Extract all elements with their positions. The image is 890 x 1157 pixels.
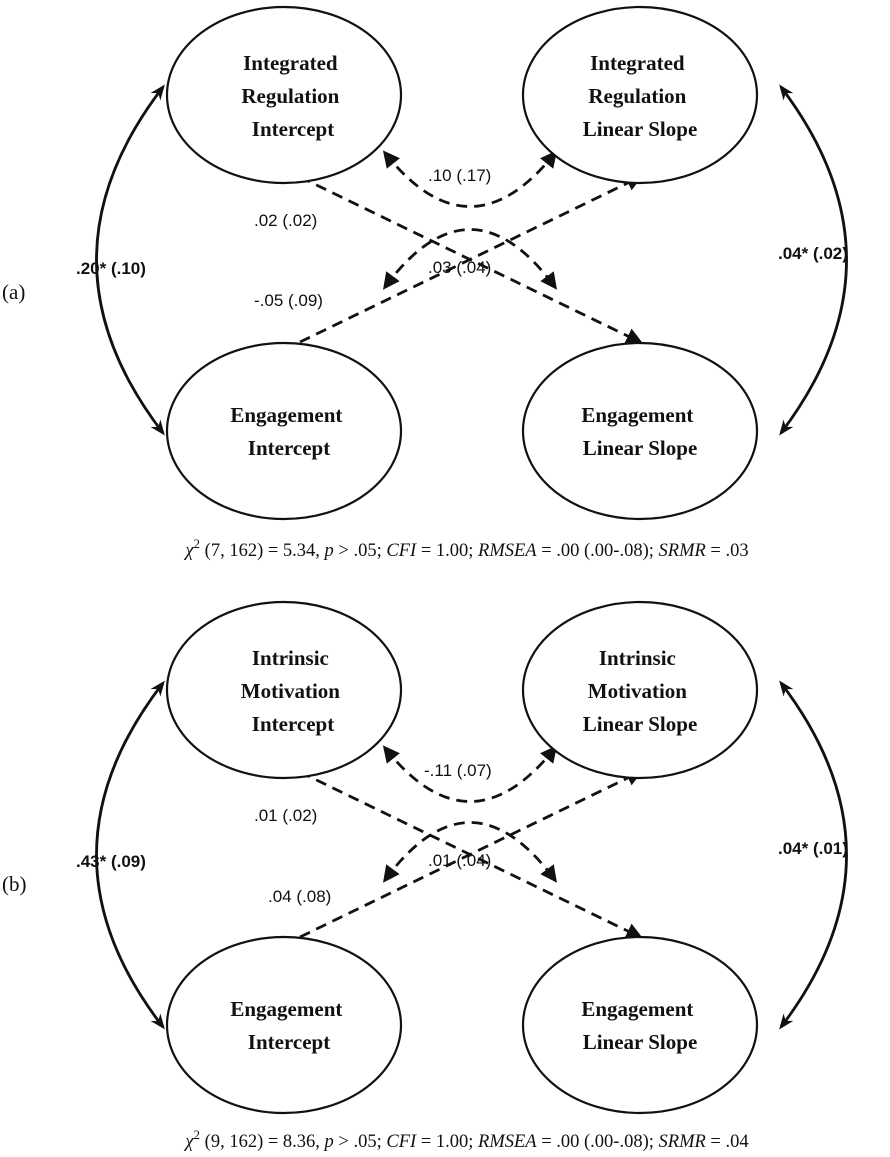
- panel-a-bl-line-2: Intercept: [248, 436, 330, 460]
- panel-a-top-covariance-label: .10 (.17): [428, 166, 491, 185]
- panel-a-tl-line-1: Integrated: [243, 51, 338, 75]
- panel-b-top-covariance-label: -.11 (.07): [424, 761, 492, 780]
- panel-b-node-bottom-right-title: Engagement Linear Slope: [581, 997, 698, 1054]
- panel-a-label: (a): [2, 280, 25, 304]
- panel-a-node-top-left: [165, 5, 403, 185]
- panel-a-node-bottom-left: [165, 341, 403, 521]
- panel-a-node-top-right: [521, 5, 759, 185]
- panel-a-node-bottom-left-title: Engagement Intercept: [230, 403, 347, 460]
- panel-b-engagement-to-motivation-slope-arrow: [299, 770, 644, 939]
- panel-a-tl-line-2: Regulation: [241, 84, 339, 108]
- panel-b: (b) Intrinsic Motivation Intercept Intri…: [2, 600, 848, 1152]
- panel-b-left-covariance-arrow: [95, 680, 165, 1030]
- panel-b-br-line-1: Engagement: [581, 997, 693, 1021]
- panel-a-diagonal-label-2: -.05 (.09): [254, 291, 323, 310]
- panel-b-node-top-right: [521, 600, 759, 780]
- panel-b-node-bottom-left: [165, 935, 403, 1115]
- panel-a-diagonal-label-1: .02 (.02): [254, 211, 317, 230]
- panel-a-fit-statistics: χ2 (7, 162) = 5.34, p > .05; CFI = 1.00;…: [183, 536, 748, 561]
- panel-b-tr-line-3: Linear Slope: [583, 712, 698, 736]
- panel-b-right-covariance-arrow: [779, 680, 848, 1030]
- panel-a-left-covariance-label: .20* (.10): [76, 259, 146, 278]
- panel-a-node-top-right-title: Integrated Regulation Linear Slope: [583, 51, 698, 141]
- panel-b-node-top-left: [165, 600, 403, 780]
- panel-b-br-line-2: Linear Slope: [583, 1030, 698, 1054]
- panel-a-bl-line-1: Engagement: [230, 403, 342, 427]
- panel-b-tl-line-3: Intercept: [252, 712, 334, 736]
- panel-b-tr-line-1: Intrinsic: [599, 646, 676, 670]
- panel-b-diagonal-label-2: .04 (.08): [268, 887, 331, 906]
- panel-b-node-bottom-right: [521, 935, 759, 1115]
- panel-a-engagement-to-regulation-slope-arrow: [299, 175, 644, 344]
- panel-a-br-line-1: Engagement: [581, 403, 693, 427]
- panel-a-left-covariance-arrow: [95, 84, 165, 436]
- panel-a-tr-line-2: Regulation: [588, 84, 686, 108]
- panel-b-bl-line-1: Engagement: [230, 997, 342, 1021]
- panel-a-br-line-2: Linear Slope: [583, 436, 698, 460]
- panel-a-right-covariance-label: .04* (.02): [778, 244, 848, 263]
- panel-b-bottom-covariance-label: .01 (.04): [428, 851, 491, 870]
- panel-b-label: (b): [2, 872, 27, 896]
- panel-b-tl-line-1: Intrinsic: [252, 646, 329, 670]
- panel-b-node-bottom-left-title: Engagement Intercept: [230, 997, 347, 1054]
- panel-a-tr-line-1: Integrated: [590, 51, 685, 75]
- panel-b-right-covariance-label: .04* (.01): [778, 839, 848, 858]
- panel-a-node-bottom-right-title: Engagement Linear Slope: [581, 403, 698, 460]
- panel-a-tl-line-3: Intercept: [252, 117, 334, 141]
- panel-b-diagonal-label-1: .01 (.02): [254, 806, 317, 825]
- panel-b-left-covariance-label: .43* (.09): [76, 852, 146, 871]
- panel-a-node-top-left-title: Integrated Regulation Intercept: [241, 51, 344, 141]
- panel-b-node-top-right-title: Intrinsic Motivation Linear Slope: [583, 646, 698, 736]
- panel-a: (a) Integrated Regulation Intercept Inte…: [2, 5, 848, 561]
- panel-b-node-top-left-title: Intrinsic Motivation Intercept: [241, 646, 345, 736]
- panel-b-bl-line-2: Intercept: [248, 1030, 330, 1054]
- panel-a-tr-line-3: Linear Slope: [583, 117, 698, 141]
- panel-a-bottom-covariance-label: .03 (.04): [428, 258, 491, 277]
- panel-b-tr-line-2: Motivation: [588, 679, 687, 703]
- panel-a-right-covariance-arrow: [779, 84, 848, 436]
- panel-a-node-bottom-right: [521, 341, 759, 521]
- panel-b-fit-statistics: χ2 (9, 162) = 8.36, p > .05; CFI = 1.00;…: [183, 1127, 748, 1152]
- panel-b-tl-line-2: Motivation: [241, 679, 340, 703]
